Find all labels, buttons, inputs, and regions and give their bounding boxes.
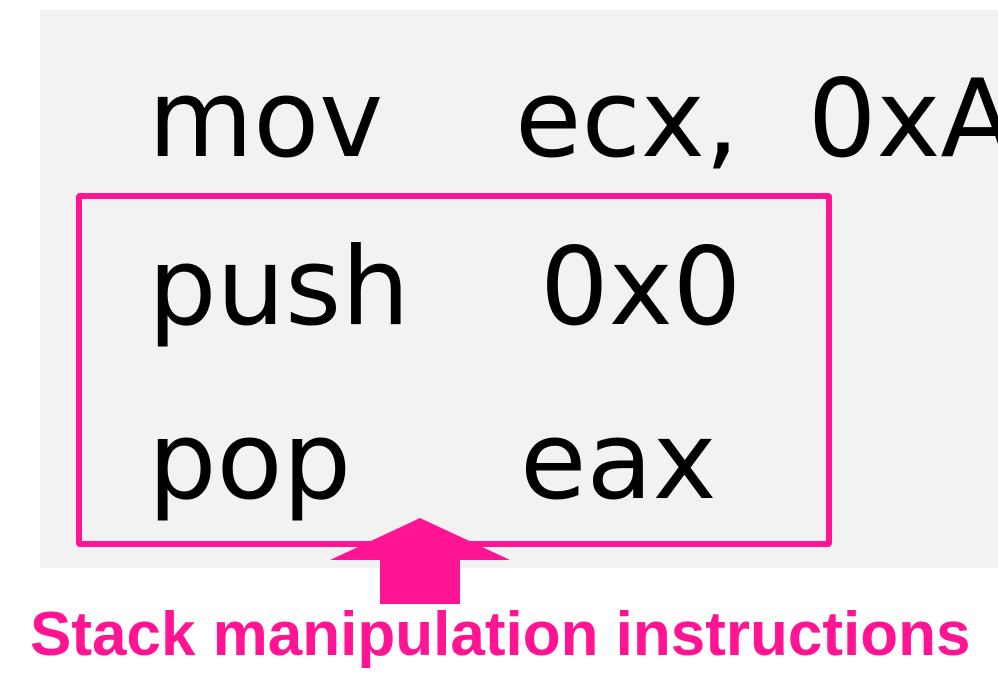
instruction-opcode: push (148, 225, 410, 350)
instruction-opcode: pop (148, 399, 352, 524)
arrow-up-icon (330, 518, 510, 604)
annotation-caption: Stack manipulation instructions (30, 600, 971, 669)
stack-instructions-highlight-box (76, 193, 832, 547)
instruction-opcode: mov (148, 57, 384, 182)
instruction-operands: 0x0 (540, 225, 742, 350)
instruction-operands: eax (520, 399, 717, 524)
code-panel: mov ecx, 0xA push 0x0 pop eax (40, 10, 998, 568)
instruction-operands: ecx, 0xA (515, 57, 998, 182)
